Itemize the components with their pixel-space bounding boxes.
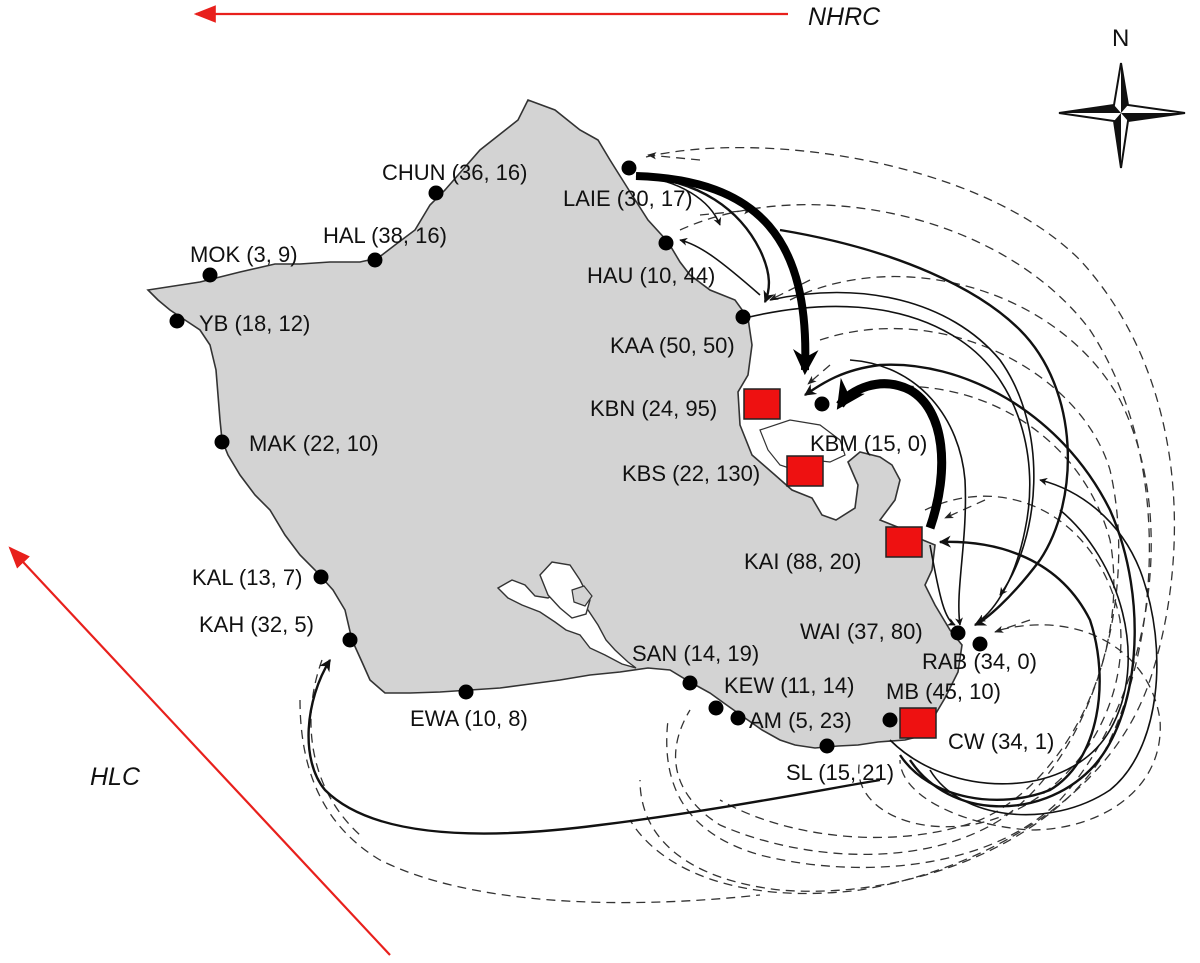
site-label-mb: MB (45, 10)	[886, 679, 1001, 704]
island-oahu	[146, 99, 963, 749]
site-dot-yb[interactable]	[169, 313, 185, 329]
site-label-hal: HAL (38, 16)	[323, 223, 447, 248]
site-dot-mak[interactable]	[214, 434, 230, 450]
site-dot-kal[interactable]	[313, 569, 329, 585]
site-label-kbs: KBS (22, 130)	[622, 461, 760, 486]
site-dot-sl[interactable]	[819, 738, 835, 754]
nursery-square-kai[interactable]	[885, 526, 923, 558]
site-dot-hau[interactable]	[658, 235, 674, 251]
nursery-square-mb[interactable]	[899, 707, 937, 739]
site-label-ewa: EWA (10, 8)	[410, 706, 528, 731]
compass-rose: N	[1058, 25, 1186, 169]
site-dot-ewa[interactable]	[458, 684, 474, 700]
site-label-wai: WAI (37, 80)	[800, 619, 923, 644]
site-label-mok: MOK (3, 9)	[190, 242, 298, 267]
site-dot-kew[interactable]	[708, 700, 724, 716]
site-label-kew: KEW (11, 14)	[724, 673, 854, 698]
nursery-square-kbs[interactable]	[786, 455, 824, 487]
site-label-kaa: KAA (50, 50)	[610, 333, 735, 358]
current-arrows: NHRC HLC	[8, 3, 881, 956]
hlc-label: HLC	[90, 763, 141, 791]
nursery-markers	[743, 388, 937, 739]
hlc-arrow	[8, 546, 391, 956]
site-dot-chun[interactable]	[428, 185, 444, 201]
site-label-yb: YB (18, 12)	[199, 311, 310, 336]
pearl-harbor	[496, 579, 637, 669]
site-dot-hal[interactable]	[367, 252, 383, 268]
site-dot-laie[interactable]	[621, 160, 637, 176]
site-label-laie: LAIE (30, 17)	[563, 186, 693, 211]
site-label-kbn: KBN (24, 95)	[590, 396, 717, 421]
solid-flows	[307, 174, 1158, 835]
compass-north-label: N	[1112, 25, 1129, 52]
site-labels: CHUN (36, 16) LAIE (30, 17) HAL (38, 16)…	[190, 160, 1054, 785]
nhrc-label: NHRC	[808, 3, 881, 31]
site-dot-kbm[interactable]	[814, 396, 830, 412]
site-label-cw: CW (34, 1)	[948, 729, 1054, 754]
site-label-kal: KAL (13, 7)	[192, 565, 302, 590]
site-dot-mok[interactable]	[202, 267, 218, 283]
site-label-kai: KAI (88, 20)	[744, 549, 861, 574]
site-dot-rab[interactable]	[972, 636, 988, 652]
nursery-square-kbn[interactable]	[743, 388, 781, 420]
bold-flows	[635, 172, 947, 530]
site-dot-mb[interactable]	[882, 712, 898, 728]
site-dot-san[interactable]	[682, 675, 698, 691]
site-label-am: AM (5, 23)	[749, 708, 852, 733]
site-label-rab: RAB (34, 0)	[922, 649, 1037, 674]
site-dot-wai[interactable]	[950, 625, 966, 641]
site-markers	[169, 160, 988, 754]
site-label-chun: CHUN (36, 16)	[382, 160, 527, 185]
site-label-mak: MAK (22, 10)	[249, 431, 379, 456]
site-label-kah: KAH (32, 5)	[199, 612, 314, 637]
site-label-sl: SL (15, 21)	[786, 760, 894, 785]
site-dot-kah[interactable]	[342, 632, 358, 648]
site-label-kbm: KBM (15, 0)	[810, 431, 927, 456]
site-label-hau: HAU (10, 44)	[587, 263, 715, 288]
site-dot-kaa[interactable]	[735, 309, 751, 325]
site-label-san: SAN (14, 19)	[632, 641, 759, 666]
site-dot-am[interactable]	[730, 710, 746, 726]
